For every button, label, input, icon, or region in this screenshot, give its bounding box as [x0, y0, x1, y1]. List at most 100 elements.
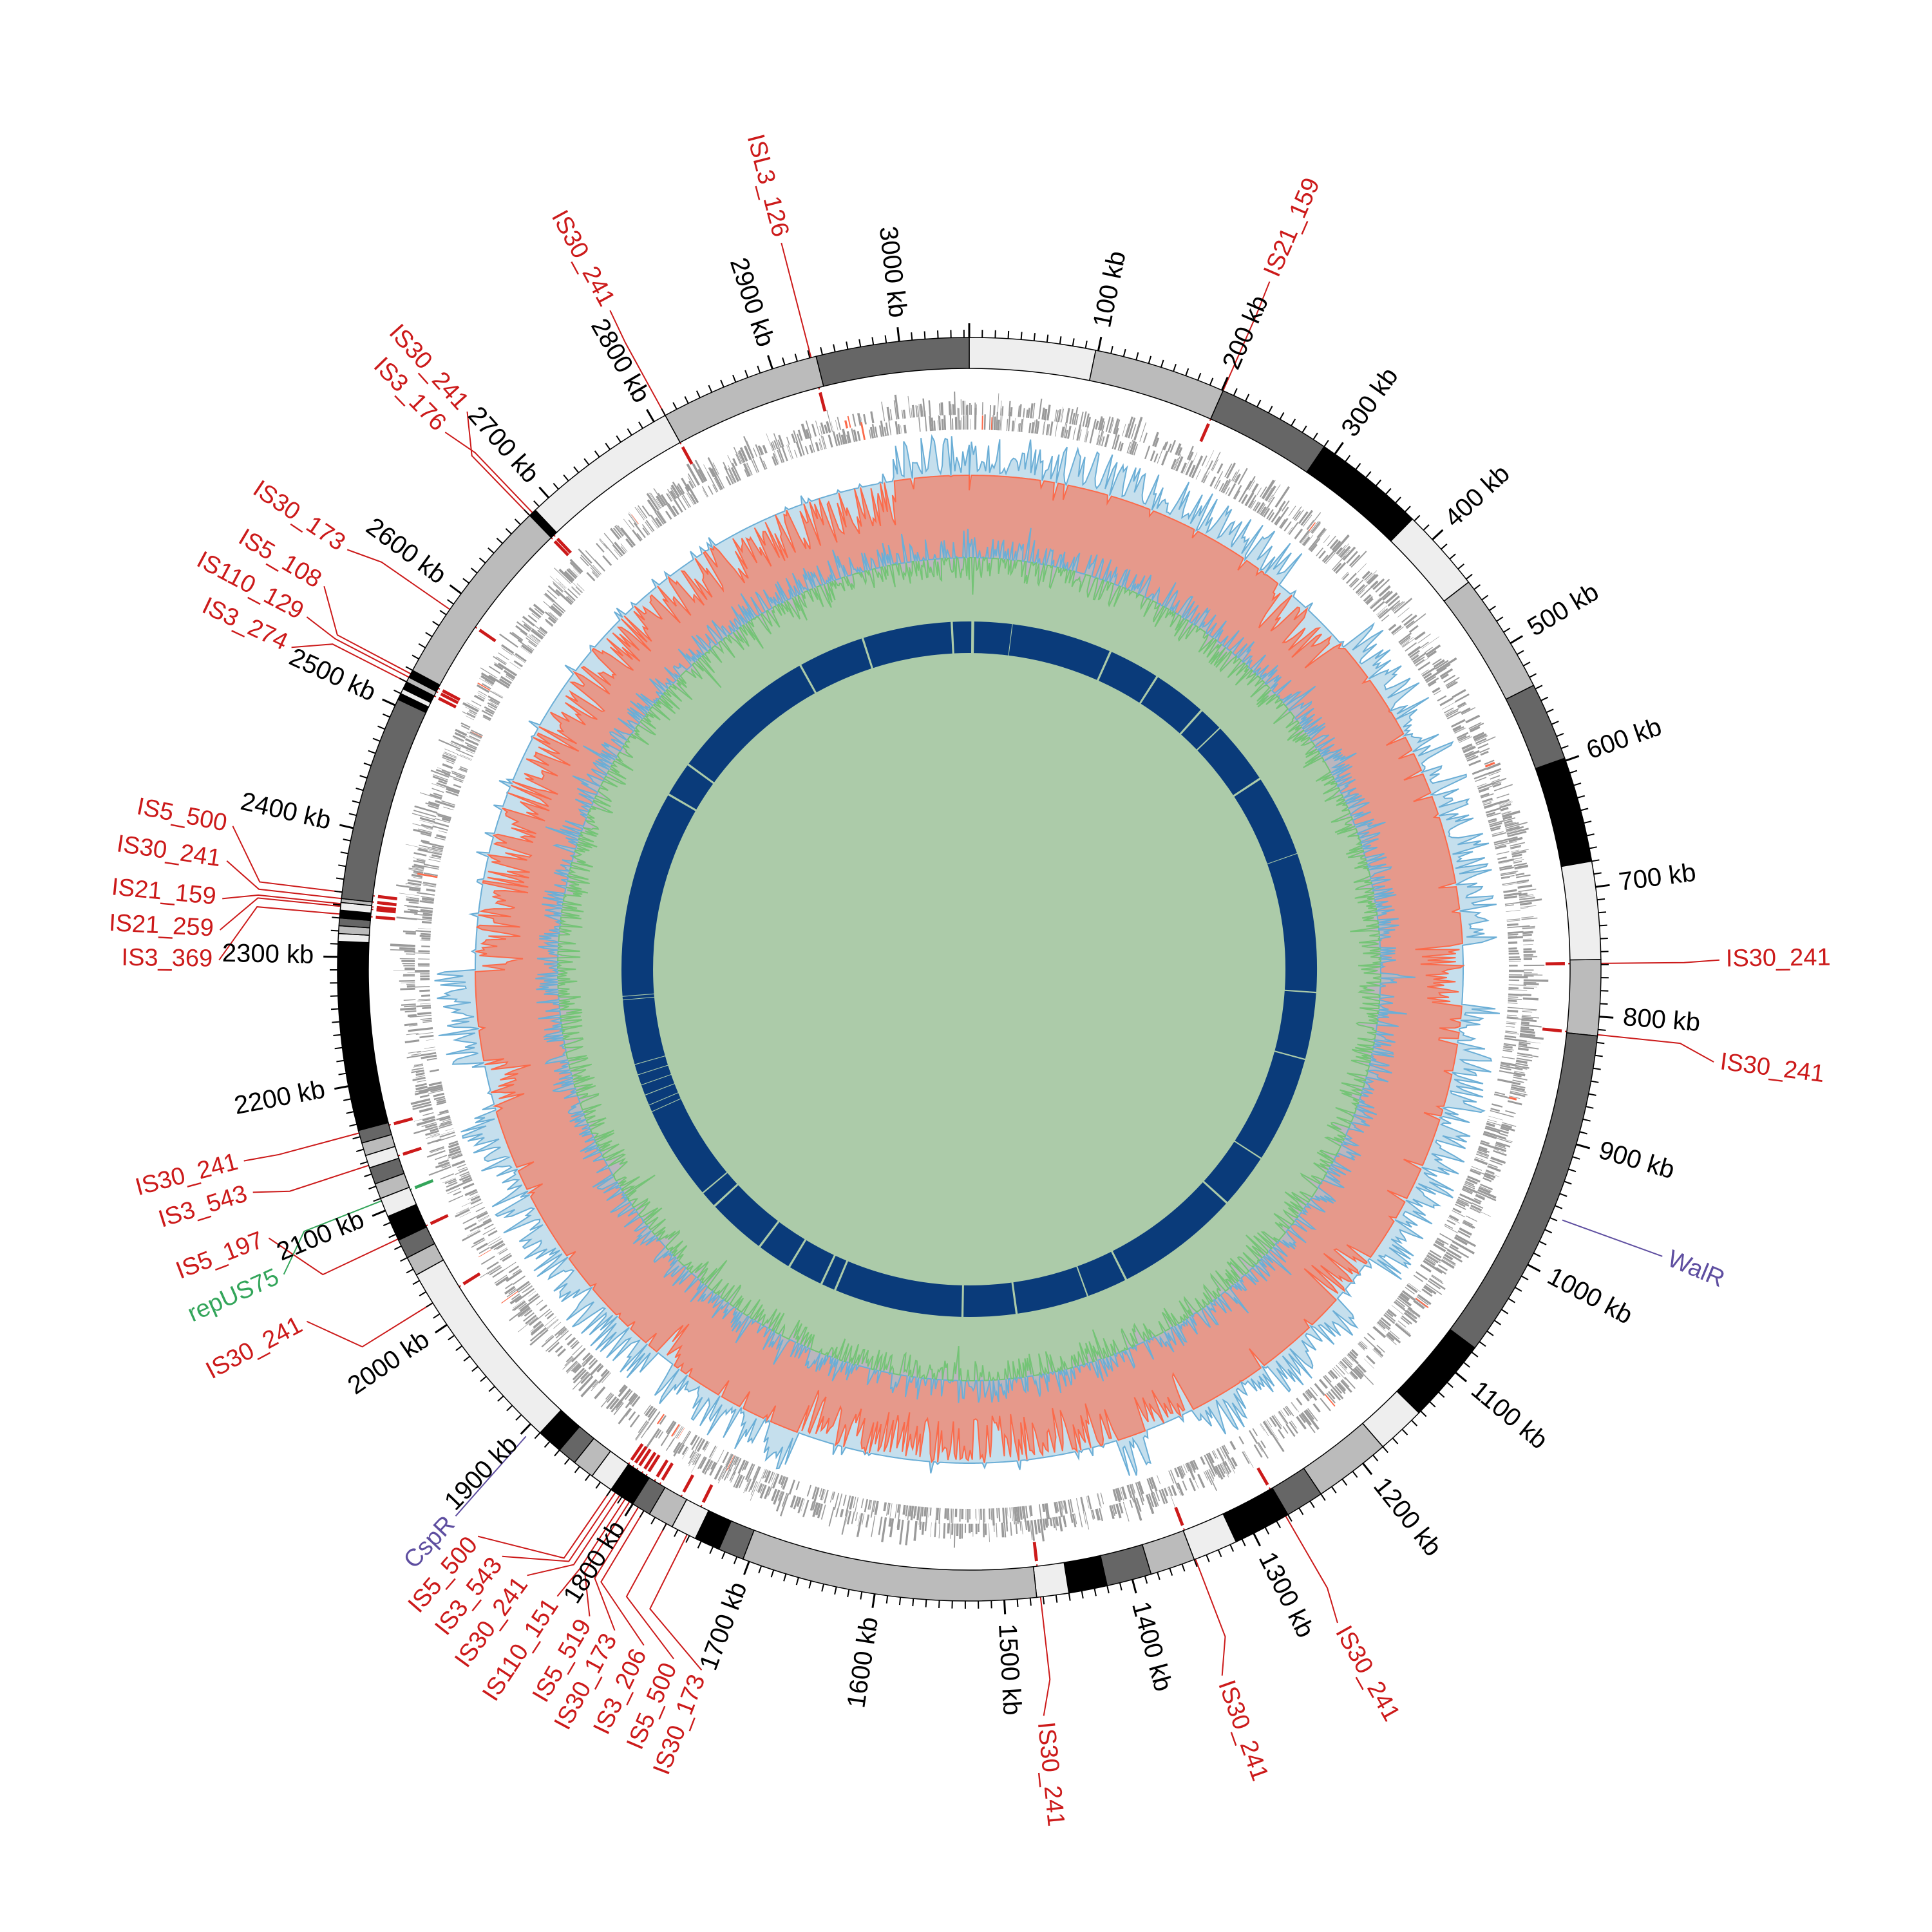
- gene-mark-forward: [1217, 463, 1224, 474]
- minor-tick: [708, 384, 713, 393]
- gene-mark-reverse: [417, 918, 432, 921]
- minor-tick: [1521, 1275, 1529, 1281]
- conserved-block: [822, 1256, 847, 1290]
- gene-mark-reverse: [1426, 1255, 1439, 1264]
- gene-mark-forward: [1523, 951, 1536, 953]
- minor-tick: [1438, 1391, 1445, 1398]
- gene-mark-reverse: [1508, 941, 1518, 944]
- gene-mark-reverse: [836, 434, 840, 446]
- gene-mark-forward: [831, 421, 834, 432]
- gene-mark-forward: [517, 1306, 531, 1318]
- gene-mark-forward: [1079, 412, 1084, 426]
- major-tick: [1599, 1016, 1614, 1019]
- gene-mark-forward: [1517, 879, 1530, 883]
- gene-mark-forward: [1437, 1264, 1448, 1271]
- gene-mark-reverse: [907, 1505, 910, 1520]
- gene-mark-forward: [1473, 1198, 1482, 1203]
- gene-mark-reverse: [885, 427, 887, 436]
- ideogram-band: [1560, 860, 1602, 961]
- gene-mark-reverse: [1487, 1119, 1497, 1122]
- gene-mark-forward: [553, 583, 564, 593]
- gene-mark-forward: [924, 1522, 927, 1531]
- gene-mark-reverse: [997, 419, 1000, 431]
- gene-mark-reverse: [1183, 1464, 1188, 1473]
- minor-tick: [1486, 1331, 1494, 1336]
- gene-mark-reverse: [1479, 788, 1490, 793]
- conserved-block: [1099, 652, 1157, 703]
- minor-tick: [433, 1313, 440, 1319]
- gene-mark-reverse: [415, 930, 431, 933]
- gene-mark-reverse: [423, 884, 436, 887]
- minor-tick: [1441, 544, 1448, 550]
- gene-mark-forward: [565, 1356, 573, 1363]
- gene-mark-forward: [1153, 1492, 1159, 1506]
- gene-mark-forward: [1095, 421, 1099, 430]
- gene-mark-reverse: [499, 1253, 511, 1261]
- gene-mark-forward: [396, 884, 421, 890]
- gene-mark-forward: [1251, 483, 1259, 493]
- gene-mark-reverse: [772, 456, 777, 466]
- gene-mark-forward: [1337, 1382, 1346, 1392]
- is-element-marker: [681, 446, 694, 465]
- gene-mark-reverse: [470, 1195, 480, 1202]
- gene-mark-forward: [757, 445, 763, 455]
- is-element-leader-line: [502, 1464, 634, 1562]
- gene-mark-reverse: [928, 1507, 930, 1518]
- gene-mark-reverse: [949, 1508, 951, 1531]
- is-element-marker: [462, 1272, 481, 1285]
- gene-mark-forward: [1234, 474, 1239, 482]
- minor-tick: [405, 666, 413, 671]
- gene-mark-reverse: [1063, 1500, 1068, 1514]
- minor-tick: [884, 335, 887, 343]
- gene-mark-forward: [1231, 471, 1237, 481]
- minor-tick: [639, 1510, 645, 1518]
- minor-tick: [1503, 627, 1511, 633]
- gene-mark-forward: [568, 568, 578, 578]
- gene-mark-forward: [1502, 815, 1513, 820]
- minor-tick: [1372, 1454, 1379, 1462]
- gene-mark-reverse: [1084, 426, 1088, 442]
- gene-mark-reverse: [759, 456, 766, 470]
- is-element-marker: [375, 915, 395, 921]
- gene-mark-reverse: [1484, 806, 1493, 810]
- gene-mark-forward: [1513, 862, 1527, 867]
- gene-mark-reverse: [1023, 1506, 1027, 1522]
- gene-mark-forward: [781, 1492, 788, 1507]
- gene-mark-forward: [479, 677, 493, 687]
- gene-mark-forward: [425, 1123, 437, 1129]
- ideogram-band: [1088, 350, 1224, 420]
- gene-mark-reverse: [820, 435, 826, 450]
- tick-label: 2100 kb: [272, 1205, 368, 1266]
- gene-mark-forward: [1487, 1165, 1501, 1172]
- gene-mark-forward: [660, 494, 668, 505]
- gene-mark-reverse: [421, 921, 432, 924]
- gene-mark-forward: [504, 1285, 516, 1295]
- gene-mark-reverse: [810, 437, 815, 453]
- is-element-leader-line: [268, 1224, 428, 1276]
- gene-mark-forward: [1288, 506, 1296, 516]
- major-tick: [646, 409, 655, 422]
- gene-mark-reverse: [1119, 442, 1124, 451]
- gene-mark-reverse: [431, 1130, 455, 1138]
- gene-mark-forward: [1372, 578, 1385, 591]
- minor-tick: [1059, 336, 1062, 345]
- gene-mark-forward: [599, 539, 608, 549]
- gene-mark-forward: [425, 1130, 439, 1136]
- gene-mark-reverse: [1470, 1169, 1481, 1175]
- tick-label: 1700 kb: [694, 1578, 753, 1674]
- is-element-marker: [656, 1459, 669, 1478]
- gene-mark-reverse: [1444, 709, 1454, 715]
- minor-tick: [1481, 594, 1489, 601]
- gene-mark-reverse: [1001, 415, 1003, 431]
- gene-mark-forward: [1485, 1171, 1500, 1177]
- gene-mark-reverse: [477, 1219, 492, 1229]
- is-element-marker: [442, 689, 460, 701]
- minor-tick: [332, 1021, 340, 1023]
- gene-mark-forward: [790, 1495, 797, 1508]
- conserved-block: [974, 621, 1012, 656]
- gene-mark-reverse: [451, 1153, 463, 1160]
- minor-tick: [834, 1586, 837, 1595]
- major-tick: [1334, 442, 1344, 455]
- gene-mark-reverse: [853, 430, 858, 442]
- gene-mark-reverse: [528, 1291, 536, 1297]
